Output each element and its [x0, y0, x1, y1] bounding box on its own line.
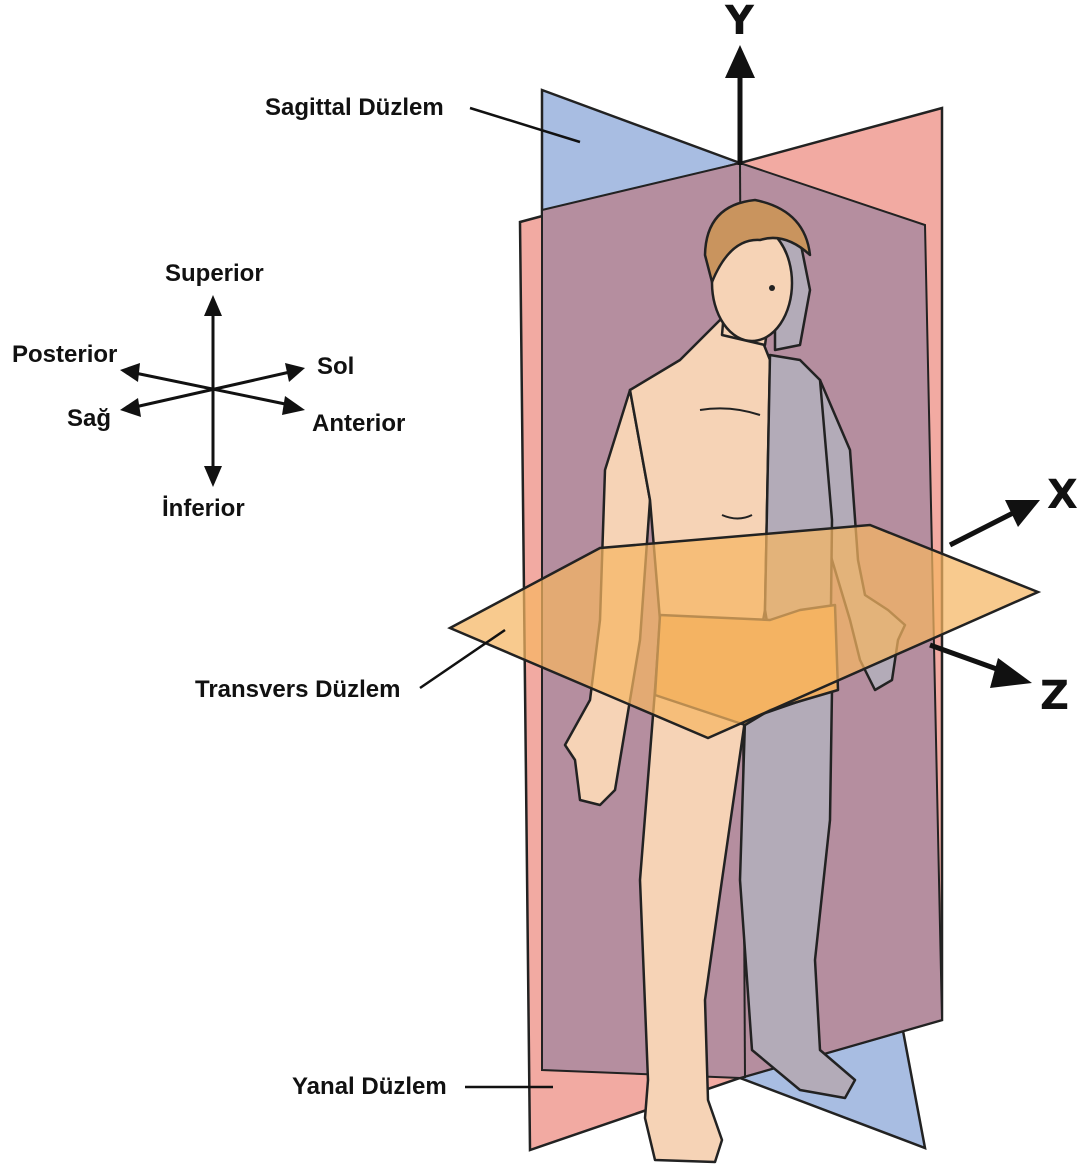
right-arrowhead [120, 398, 141, 417]
eye [769, 285, 775, 291]
z-axis-label: Z [1040, 673, 1069, 719]
direction-compass [120, 295, 305, 487]
transverse-plane-label: Transvers Düzlem [195, 676, 400, 704]
superior-label: Superior [165, 260, 264, 288]
anterior-label: Anterior [312, 410, 405, 438]
y-axis-label: Y [725, 0, 754, 44]
left-arrowhead [285, 363, 305, 382]
left-label: Sol [317, 353, 354, 381]
anterior-arrowhead [282, 396, 305, 415]
posterior-label: Posterior [12, 341, 117, 369]
lateral-plane-label: Yanal Düzlem [292, 1073, 447, 1101]
y-axis-arrowhead [725, 45, 755, 78]
x-axis-label: X [1047, 472, 1078, 518]
posterior-arrowhead [120, 363, 140, 382]
sagittal-plane-label: Sagittal Düzlem [265, 94, 444, 122]
z-axis-arrowhead [990, 658, 1032, 688]
superior-arrowhead [204, 295, 222, 316]
inferior-label: İnferior [162, 495, 245, 523]
transverse-leader-line [420, 630, 505, 688]
right-label: Sağ [67, 405, 111, 433]
x-axis-line [950, 512, 1015, 545]
inferior-arrowhead [204, 466, 222, 487]
